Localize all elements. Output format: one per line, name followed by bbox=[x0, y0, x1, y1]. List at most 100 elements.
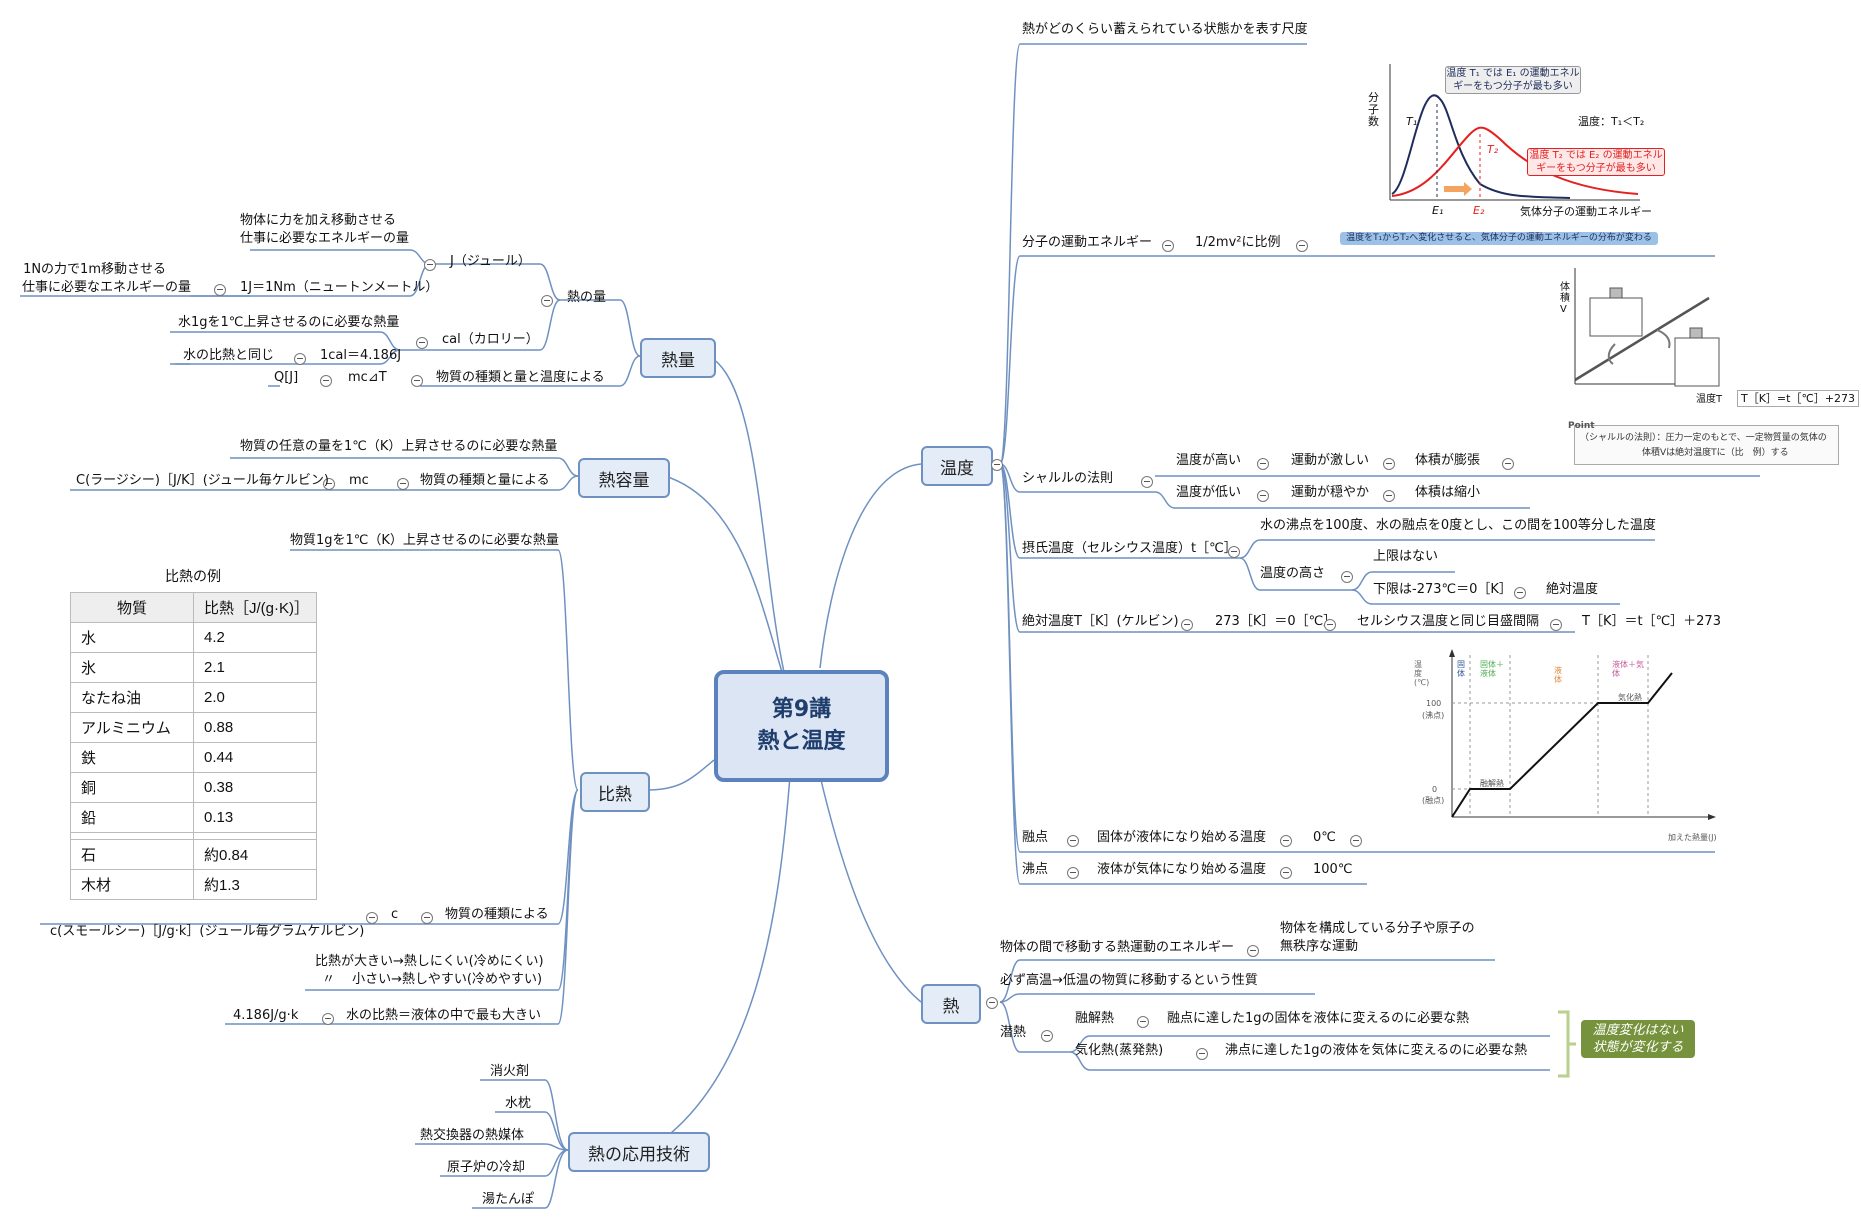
cal-eq-def-node[interactable]: 水の比熱と同じ bbox=[183, 348, 275, 363]
fusion-heat-def[interactable]: 融点に達した1gの固体を液体に変えるのに必要な熱 bbox=[1167, 1011, 1470, 1026]
collapse-toggle[interactable] bbox=[1502, 458, 1514, 470]
collapse-toggle[interactable] bbox=[541, 295, 553, 307]
collapse-toggle[interactable] bbox=[1350, 835, 1362, 847]
celsius-lower-limit[interactable]: 下限は-273℃＝0［K］ bbox=[1373, 582, 1512, 597]
branch-ondo[interactable]: 温度 bbox=[921, 446, 993, 486]
collapse-toggle[interactable] bbox=[1137, 1016, 1149, 1028]
cal-node[interactable]: cal（カロリー） bbox=[442, 332, 539, 347]
collapse-toggle[interactable] bbox=[1141, 476, 1153, 488]
netsu-def-note-line1[interactable]: 物体を構成している分子や原子の bbox=[1280, 921, 1475, 936]
branch-applied-tech[interactable]: 熱の応用技術 bbox=[568, 1132, 710, 1172]
joule-def-line1[interactable]: 物体に力を加え移動させる bbox=[240, 213, 397, 228]
branch-specific-heat[interactable]: 比熱 bbox=[580, 772, 650, 812]
collapse-toggle[interactable] bbox=[322, 1013, 334, 1025]
specific-by-type-node[interactable]: 物質の種類による bbox=[445, 907, 549, 922]
charles-high-volume[interactable]: 体積が膨張 bbox=[1415, 453, 1481, 468]
collapse-toggle[interactable] bbox=[1296, 240, 1308, 252]
charles-high-motion[interactable]: 運動が激しい bbox=[1291, 453, 1370, 468]
collapse-toggle[interactable] bbox=[1257, 458, 1269, 470]
kelvin-same-interval[interactable]: セルシウス温度と同じ目盛間隔 bbox=[1357, 614, 1540, 629]
collapse-toggle[interactable] bbox=[1383, 458, 1395, 470]
collapse-toggle[interactable] bbox=[397, 478, 409, 490]
specific-water-note-node[interactable]: 水の比熱＝液体の中で最も大きい bbox=[346, 1008, 542, 1023]
ondo-scale-node[interactable]: 熱がどのくらい蓄えられている状態かを表す尺度 bbox=[1022, 22, 1308, 37]
collapse-toggle[interactable] bbox=[424, 259, 436, 271]
collapse-toggle[interactable] bbox=[986, 997, 998, 1009]
latent-heat-node[interactable]: 潜熱 bbox=[1000, 1025, 1027, 1040]
collapse-toggle[interactable] bbox=[1280, 835, 1292, 847]
collapse-toggle[interactable] bbox=[411, 375, 423, 387]
joule-node[interactable]: J（ジュール） bbox=[450, 254, 531, 269]
collapse-toggle[interactable] bbox=[1041, 1030, 1053, 1042]
joule-eq-def-line2[interactable]: 仕事に必要なエネルギーの量 bbox=[21, 280, 191, 295]
celsius-no-upper[interactable]: 上限はない bbox=[1373, 549, 1439, 564]
capacity-symbol-node[interactable]: C(ラージシー)［J/K］(ジュール毎ケルビン) bbox=[76, 473, 329, 488]
applied-item[interactable]: 消火剤 bbox=[490, 1064, 530, 1079]
cal-eq-node[interactable]: 1cal＝4.186J bbox=[320, 348, 402, 363]
collapse-toggle[interactable] bbox=[421, 912, 433, 924]
joule-def-line2[interactable]: 仕事に必要なエネルギーの量 bbox=[240, 231, 410, 246]
collapse-toggle[interactable] bbox=[1341, 571, 1353, 583]
vaporization-heat-node[interactable]: 気化熱(蒸発熱) bbox=[1075, 1043, 1164, 1058]
celsius-height-node[interactable]: 温度の高さ bbox=[1260, 566, 1326, 581]
melting-point-def[interactable]: 固体が液体になり始める温度 bbox=[1097, 830, 1267, 845]
collapse-toggle[interactable] bbox=[1181, 619, 1193, 631]
collapse-toggle[interactable] bbox=[1196, 1048, 1208, 1060]
collapse-toggle[interactable] bbox=[1247, 945, 1259, 957]
collapse-toggle[interactable] bbox=[1257, 490, 1269, 502]
specific-c-node[interactable]: c bbox=[391, 907, 399, 922]
charles-low-node[interactable]: 温度が低い bbox=[1176, 485, 1242, 500]
collapse-toggle[interactable] bbox=[1162, 240, 1174, 252]
collapse-toggle[interactable] bbox=[991, 459, 1003, 471]
kinetic-prop-node[interactable]: 1/2mv²に比例 bbox=[1195, 235, 1281, 250]
central-topic[interactable]: 第9講 熱と温度 bbox=[714, 670, 889, 782]
specific-symbol-node[interactable]: c(スモールシー)［J/g·k］(ジュール毎グラムケルビン) bbox=[50, 924, 365, 939]
capacity-mc-node[interactable]: mc bbox=[349, 473, 369, 488]
collapse-toggle[interactable] bbox=[1067, 867, 1079, 879]
collapse-toggle[interactable] bbox=[320, 375, 332, 387]
collapse-toggle[interactable] bbox=[214, 284, 226, 296]
kelvin-node[interactable]: 絶対温度T［K］(ケルビン) bbox=[1022, 614, 1179, 629]
joule-eq-def-line1[interactable]: 1Nの力で1m移動させる bbox=[23, 262, 166, 277]
collapse-toggle[interactable] bbox=[416, 337, 428, 349]
boiling-point-value[interactable]: 100℃ bbox=[1313, 862, 1353, 877]
collapse-toggle[interactable] bbox=[1067, 835, 1079, 847]
applied-item[interactable]: 水枕 bbox=[505, 1096, 532, 1111]
vaporization-heat-def[interactable]: 沸点に達した1gの液体を気体に変えるのに必要な熱 bbox=[1225, 1043, 1528, 1058]
capacity-by-type-node[interactable]: 物質の種類と量による bbox=[420, 473, 550, 488]
branch-netsuryo[interactable]: 熱量 bbox=[640, 338, 716, 378]
collapse-toggle[interactable] bbox=[323, 478, 335, 490]
celsius-def-node[interactable]: 水の沸点を100度、水の融点を0度とし、この間を100等分した温度 bbox=[1260, 518, 1656, 533]
collapse-toggle[interactable] bbox=[1550, 619, 1562, 631]
kelvin-eq-node[interactable]: 273［K］＝0［℃］ bbox=[1215, 614, 1337, 629]
collapse-toggle[interactable] bbox=[1280, 867, 1292, 879]
fusion-heat-node[interactable]: 融解熱 bbox=[1075, 1011, 1115, 1026]
specific-water-value-node[interactable]: 4.186J/g·k bbox=[233, 1008, 299, 1023]
charles-low-volume[interactable]: 体積は縮小 bbox=[1415, 485, 1481, 500]
celsius-absolute[interactable]: 絶対温度 bbox=[1546, 582, 1599, 597]
specific-large-line1[interactable]: 比熱が大きい→熱しにくい(冷めにくい) bbox=[315, 954, 544, 969]
kinetic-energy-node[interactable]: 分子の運動エネルギー bbox=[1022, 235, 1153, 250]
applied-item[interactable]: 原子炉の冷却 bbox=[447, 1160, 526, 1175]
heat-amount-node[interactable]: 熱の量 bbox=[567, 290, 607, 305]
collapse-toggle[interactable] bbox=[1324, 619, 1336, 631]
melting-point-value[interactable]: 0℃ bbox=[1313, 830, 1336, 845]
capacity-def-node[interactable]: 物質の任意の量を1℃（K）上昇させるのに必要な熱量 bbox=[240, 439, 558, 454]
cal-def-node[interactable]: 水1gを1℃上昇させるのに必要な熱量 bbox=[178, 315, 400, 330]
collapse-toggle[interactable] bbox=[1514, 587, 1526, 599]
collapse-toggle[interactable] bbox=[1228, 546, 1240, 558]
collapse-toggle[interactable] bbox=[294, 353, 306, 365]
collapse-toggle[interactable] bbox=[1383, 490, 1395, 502]
specific-large-line2[interactable]: 〃 小さい→熱しやすい(冷めやすい) bbox=[322, 972, 543, 987]
branch-capacity[interactable]: 熱容量 bbox=[578, 458, 670, 498]
boiling-point-node[interactable]: 沸点 bbox=[1022, 862, 1049, 877]
applied-item[interactable]: 熱交換器の熱媒体 bbox=[420, 1128, 525, 1143]
celsius-node[interactable]: 摂氏温度（セルシウス温度）t［℃］ bbox=[1022, 541, 1237, 556]
by-type-amount-temp-node[interactable]: 物質の種類と量と温度による bbox=[436, 370, 605, 385]
applied-item[interactable]: 湯たんぽ bbox=[482, 1192, 535, 1207]
charles-low-motion[interactable]: 運動が穏やか bbox=[1291, 485, 1370, 500]
collapse-toggle[interactable] bbox=[366, 912, 378, 924]
netsu-def-note-line2[interactable]: 無秩序な運動 bbox=[1280, 939, 1359, 954]
kelvin-formula[interactable]: T［K］＝t［℃］＋273 bbox=[1582, 614, 1721, 629]
netsu-direction-node[interactable]: 必ず高温→低温の物質に移動するという性質 bbox=[1000, 973, 1258, 988]
